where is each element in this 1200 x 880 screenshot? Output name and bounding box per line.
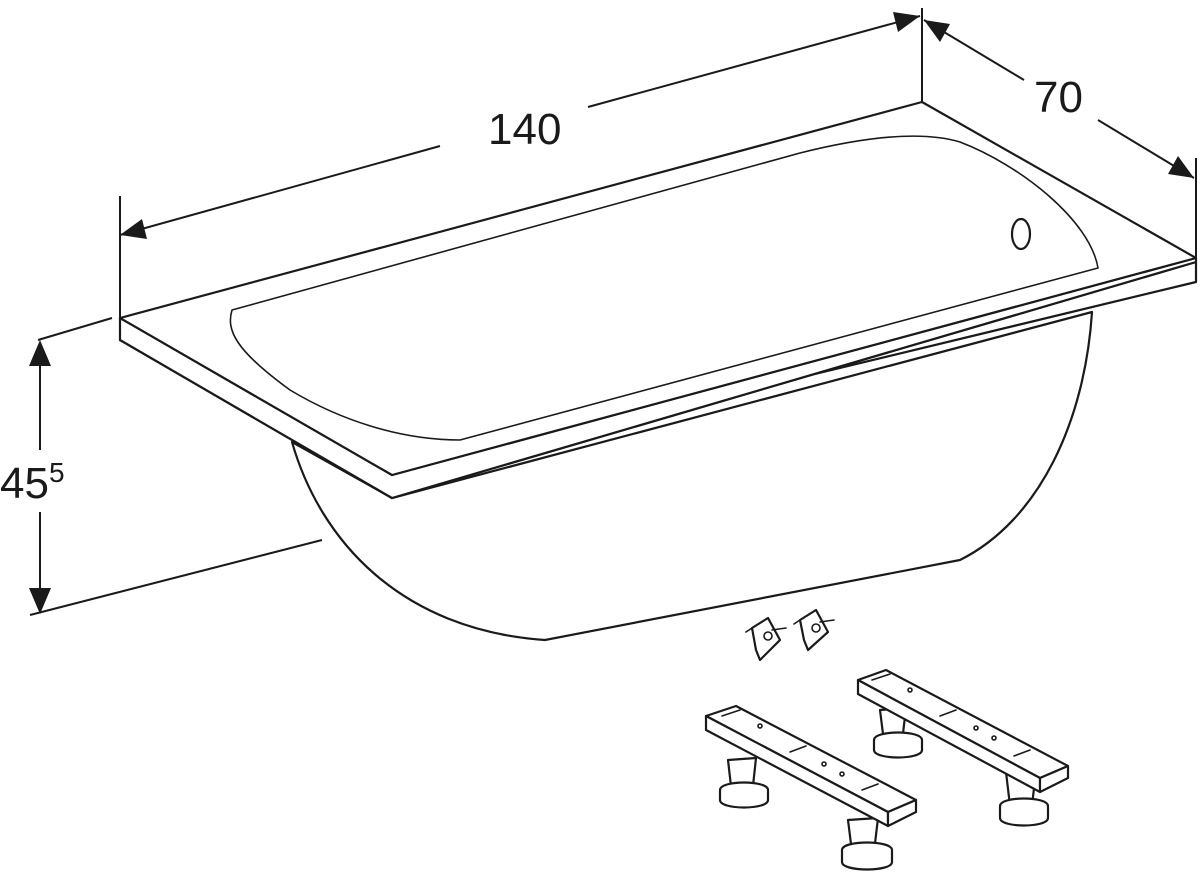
dimension-height-sup: 5 bbox=[49, 457, 65, 488]
dimension-height: 455 bbox=[0, 317, 323, 616]
dimension-length-label: 140 bbox=[488, 105, 561, 154]
dimension-height-main: 45 bbox=[0, 459, 49, 508]
mounting-clip bbox=[745, 616, 787, 662]
dimension-depth: 70 bbox=[923, 19, 1197, 258]
foot-rail-right bbox=[856, 668, 1070, 827]
dimension-height-label: 455 bbox=[0, 457, 65, 508]
overflow-hole bbox=[1010, 217, 1032, 251]
mounting-clip bbox=[793, 608, 835, 652]
dimension-depth-label: 70 bbox=[1034, 73, 1083, 122]
dimension-length: 140 bbox=[119, 8, 923, 318]
bathtub-inner-edge bbox=[229, 135, 1099, 441]
foot-rail-left bbox=[704, 704, 918, 871]
bathtub bbox=[118, 100, 1198, 642]
bathtub-basin-body bbox=[290, 310, 1094, 642]
mounting-clips bbox=[745, 608, 835, 662]
